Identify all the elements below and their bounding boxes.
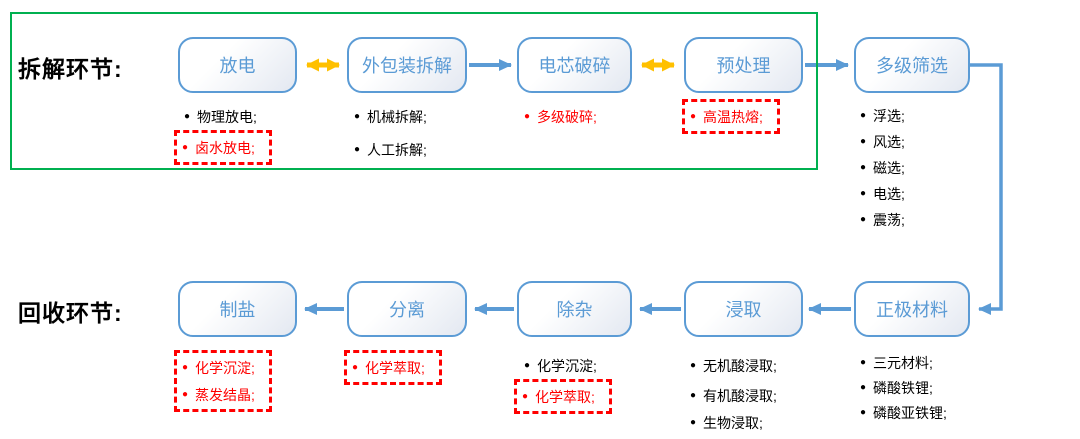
bullet-icon: ●	[690, 110, 697, 122]
flow-node-salt: 制盐	[178, 281, 297, 337]
highlight-box: ● 化学萃取;	[344, 350, 442, 385]
flow-node-leaching: 浸取	[684, 281, 803, 337]
list-item: ● 风选;	[860, 134, 905, 150]
list-item: ● 化学沉淀;	[524, 357, 597, 374]
bullet-icon: ●	[860, 162, 867, 173]
bullet-list-pretreatment: ● 高温热熔;	[682, 99, 780, 134]
node-title: 浸取	[725, 300, 762, 320]
list-item: ● 高温热熔;	[690, 108, 763, 125]
bullet-icon: ●	[860, 214, 867, 225]
bullet-icon: ●	[690, 416, 697, 428]
flow-node-impurity-removal: 除杂	[517, 281, 632, 337]
node-title: 制盐	[219, 300, 256, 320]
list-item: ● 物理放电;	[184, 108, 257, 125]
node-title: 放电	[219, 56, 256, 76]
flow-node-discharge: 放电	[178, 37, 297, 93]
bullet-icon: ●	[690, 359, 697, 371]
list-item: ● 磷酸亚铁锂;	[860, 404, 947, 421]
bullet-icon: ●	[182, 141, 189, 153]
node-title: 正极材料	[876, 300, 948, 320]
flow-node-crushing: 电芯破碎	[517, 37, 632, 93]
section-label-disassembly: 拆解环节:	[18, 56, 123, 82]
list-item: ● 化学萃取;	[522, 388, 595, 405]
bullet-list-separation: ● 化学萃取;	[344, 350, 442, 385]
bullet-icon: ●	[860, 110, 867, 121]
list-item: ● 磁选;	[860, 160, 905, 176]
list-item: ● 人工拆解;	[354, 141, 427, 158]
node-title: 外包装拆解	[362, 56, 452, 76]
bullet-list-discharge: ● 物理放电; ● 卤水放电;	[174, 103, 272, 165]
list-item: ● 磷酸铁锂;	[860, 379, 933, 396]
bullet-icon: ●	[524, 110, 531, 122]
list-item: ● 化学萃取;	[352, 359, 425, 376]
list-item: ● 三元材料;	[860, 354, 933, 371]
list-item: ● 无机酸浸取;	[690, 357, 777, 374]
bullet-icon: ●	[354, 143, 361, 155]
bullet-icon: ●	[352, 361, 359, 373]
list-item: ● 电选;	[860, 186, 905, 202]
list-item: ● 多级破碎;	[524, 108, 597, 125]
bullet-icon: ●	[184, 110, 191, 122]
bullet-icon: ●	[690, 389, 697, 401]
bullet-list-leaching: ● 无机酸浸取; ● 有机酸浸取; ● 生物浸取;	[690, 352, 777, 436]
bullet-list-packaging: ● 机械拆解; ● 人工拆解;	[354, 103, 427, 163]
flow-node-cathode-material: 正极材料	[854, 281, 970, 337]
section-label-recovery: 回收环节:	[18, 300, 123, 326]
bullet-icon: ●	[354, 110, 361, 122]
bullet-list-impurity-removal: ● 化学沉淀; ● 化学萃取;	[514, 352, 612, 414]
bullet-icon: ●	[860, 356, 867, 368]
node-title: 多级筛选	[876, 56, 948, 76]
arrow-screening-cathode	[970, 63, 1003, 315]
bullet-icon: ●	[182, 361, 189, 373]
bullet-icon: ●	[860, 406, 867, 418]
bullet-list-crushing: ● 多级破碎;	[524, 103, 597, 130]
list-item: ● 生物浸取;	[690, 414, 763, 431]
bullet-list-screening: ● 浮选; ● 风选; ● 磁选; ● 电选; ● 震荡;	[860, 103, 905, 233]
node-title: 预处理	[716, 56, 771, 76]
node-title: 分离	[389, 300, 425, 320]
list-item: ● 化学沉淀;	[182, 359, 255, 376]
highlight-box: ● 化学沉淀; ● 蒸发结晶;	[174, 350, 272, 412]
bullet-icon: ●	[524, 359, 531, 371]
bullet-icon: ●	[860, 136, 867, 147]
flow-node-packaging: 外包装拆解	[347, 37, 467, 93]
list-item: ● 蒸发结晶;	[182, 386, 255, 403]
list-item: ● 有机酸浸取;	[690, 387, 777, 404]
bullet-icon: ●	[860, 381, 867, 393]
bullet-icon: ●	[860, 188, 867, 199]
flow-node-screening: 多级筛选	[854, 37, 970, 93]
list-item: ● 震荡;	[860, 212, 905, 228]
bullet-icon: ●	[522, 390, 529, 402]
highlight-box: ● 高温热熔;	[682, 99, 780, 134]
bullet-list-salt: ● 化学沉淀; ● 蒸发结晶;	[174, 350, 272, 412]
node-title: 电芯破碎	[538, 56, 611, 76]
list-item: ● 卤水放电;	[182, 139, 255, 156]
list-item: ● 机械拆解;	[354, 108, 427, 125]
highlight-box: ● 卤水放电;	[174, 130, 272, 165]
flow-node-separation: 分离	[347, 281, 467, 337]
list-item: ● 浮选;	[860, 108, 905, 124]
node-title: 除杂	[556, 300, 593, 320]
flow-node-pretreatment: 预处理	[684, 37, 803, 93]
bullet-icon: ●	[182, 388, 189, 400]
bullet-list-cathode-material: ● 三元材料; ● 磷酸铁锂; ● 磷酸亚铁锂;	[860, 350, 947, 425]
highlight-box: ● 化学萃取;	[514, 379, 612, 414]
